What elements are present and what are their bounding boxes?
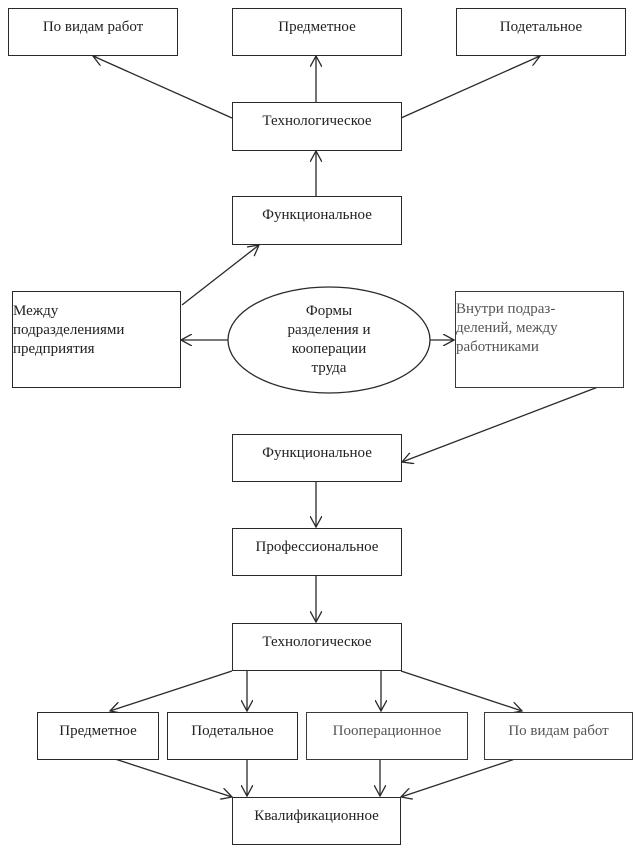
node-label: По видам работ	[508, 723, 609, 739]
node-label-line: Между	[13, 303, 59, 319]
node-label: Технологическое	[262, 634, 372, 650]
node-qualification: Квалификационное	[232, 797, 401, 845]
center-label-line: Формы	[305, 303, 353, 319]
node-label: По видам работ	[42, 19, 144, 35]
node-label: Квалификационное	[254, 808, 379, 824]
node-label: Предметное	[278, 19, 356, 35]
node-label-line: предприятия	[13, 341, 95, 357]
node-subject-top: Предметное	[232, 8, 402, 56]
node-label: Функциональное	[262, 445, 372, 461]
node-label: Подетальное	[191, 723, 274, 739]
node-by-work-types-top: По видам работ	[8, 8, 178, 56]
node-label: Профессиональное	[255, 539, 379, 555]
node-label-line: делений, между	[456, 320, 558, 336]
node-technological-bottom: Технологическое	[232, 623, 402, 671]
arrow-between-to-functional	[181, 245, 259, 306]
center-label-line: кооперации	[291, 341, 367, 357]
arrow-tech-to-by-work-types	[400, 670, 522, 711]
node-label: Подетальное	[499, 19, 583, 35]
node-label: Функциональное	[262, 207, 372, 223]
node-label-line: работниками	[456, 339, 539, 355]
node-label-line: подразделениями	[13, 322, 125, 338]
arrow-within-to-functional	[402, 386, 599, 462]
node-detail-top: Подетальное	[456, 8, 626, 56]
arrow-technological-to-by-work-types	[93, 56, 233, 119]
node-between-departments: Между подразделениями предприятия	[12, 291, 181, 388]
node-technological-top: Технологическое	[232, 102, 402, 151]
node-by-work-types-bottom: По видам работ	[484, 712, 633, 760]
node-professional: Профессиональное	[232, 528, 402, 576]
node-functional-top: Функциональное	[232, 196, 402, 245]
arrow-by-work-types-to-qualification	[401, 758, 516, 797]
node-within-departments: Внутри подраз- делений, между работникам…	[455, 291, 624, 388]
arrow-tech-to-subject	[110, 670, 233, 711]
node-functional-bottom: Функциональное	[232, 434, 402, 482]
center-node-label: Формы разделения и кооперации труда	[236, 292, 422, 388]
node-label: Предметное	[59, 723, 137, 739]
arrow-technological-to-detail	[400, 56, 540, 119]
center-label-line: труда	[311, 360, 347, 376]
node-label-line: Внутри подраз-	[456, 301, 556, 317]
node-label: Технологическое	[262, 113, 372, 129]
center-label-line: разделения и	[287, 322, 371, 338]
node-subject-bottom: Предметное	[37, 712, 159, 760]
arrow-subject-to-qualification	[114, 758, 232, 797]
node-operational-bottom: Пооперационное	[306, 712, 468, 760]
node-detail-bottom: Подетальное	[167, 712, 298, 760]
node-label: Пооперационное	[332, 723, 442, 739]
